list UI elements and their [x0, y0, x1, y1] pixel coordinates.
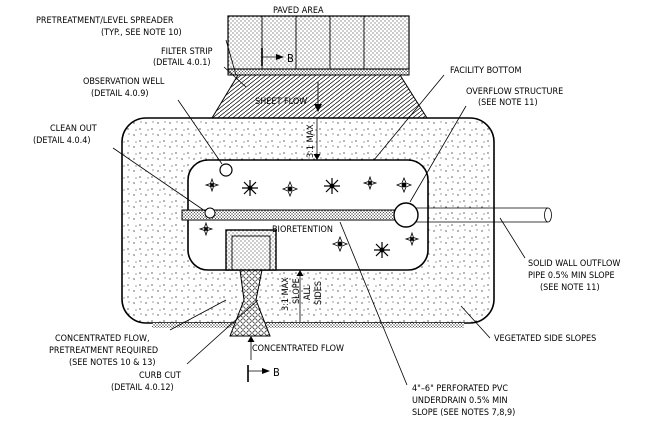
overflow-structure-label: OVERFLOW STRUCTURE — [466, 87, 563, 97]
bottom-edge-hatch — [152, 323, 464, 328]
concentrated-flow-pre-label: CONCENTRATED FLOW, — [55, 334, 150, 344]
perforated-underdrain — [181, 209, 407, 221]
underdrain-slope: UNDERDRAIN 0.5% MIN — [412, 396, 508, 406]
concentrated-flow-pre-note: (SEE NOTES 10 & 13) — [69, 358, 156, 368]
curb-cut — [225, 229, 277, 271]
section-b-top-label: B — [287, 52, 294, 65]
bioretention-label: BIORETENTION — [272, 225, 333, 235]
sheet-flow-arrow — [314, 82, 322, 112]
outfall-slope: PIPE 0.5% MIN SLOPE — [528, 271, 615, 281]
pretreatment-note: (TYP., SEE NOTE 10) — [101, 28, 182, 38]
section-b-bottom-label: B — [273, 366, 280, 379]
outfall-label: SOLID WALL OUTFLOW — [528, 259, 620, 269]
overflow-structure-note: (SEE NOTE 11) — [478, 98, 538, 108]
side-slope-arrow-bottom — [296, 270, 304, 322]
leader-lines — [112, 39, 526, 386]
observation-well-label: OBSERVATION WELL — [83, 77, 165, 87]
side-slope-top-label: 3:1 MAX — [306, 124, 316, 158]
underdrain-note: SLOPE (SEE NOTES 7,8,9) — [412, 408, 515, 418]
vegetated-slopes-label: VEGETATED SIDE SLOPES — [494, 334, 596, 344]
side-slope-line-2: SLOPE — [292, 278, 302, 304]
section-marker-top — [261, 48, 284, 66]
concentrated-flow-label: CONCENTRATED FLOW — [252, 344, 344, 354]
side-slope-line-4: SIDES — [314, 281, 324, 305]
clean-out-label: CLEAN OUT — [50, 124, 97, 134]
concentrated-flow-arrow — [247, 336, 255, 360]
observation-well-detail: (DETAIL 4.0.9) — [91, 89, 149, 99]
paved-area-label: PAVED AREA — [273, 6, 324, 16]
clean-out-detail: (DETAIL 4.0.4) — [33, 136, 91, 146]
filter-strip-detail: (DETAIL 4.0.1) — [153, 58, 211, 68]
underdrain-label: 4"–6" PERFORATED PVC — [412, 384, 508, 394]
curb-cut-label: CURB CUT — [139, 371, 181, 381]
section-marker-bottom — [247, 365, 270, 382]
observation-well — [219, 163, 233, 177]
side-slope-line-1: 3:1 MAX — [281, 277, 291, 311]
clean-out — [204, 207, 216, 219]
side-slope-line-3: ALL — [303, 285, 313, 300]
outflow-pipe — [406, 207, 552, 223]
overflow-structure — [393, 202, 419, 228]
concentrated-flow-pre-required: PRETREATMENT REQUIRED — [49, 346, 158, 356]
pretreatment-label: PRETREATMENT/LEVEL SPREADER — [36, 16, 174, 26]
filter-strip — [211, 74, 428, 119]
side-slope-arrow-top — [313, 118, 321, 160]
sheet-flow-label: SHEET FLOW — [255, 97, 307, 107]
curb-cut-detail: (DETAIL 4.0.12) — [111, 383, 174, 393]
outfall-note: (SEE NOTE 11) — [540, 283, 600, 293]
plantings — [198, 175, 420, 258]
filter-strip-label: FILTER STRIP — [161, 47, 213, 57]
pretreatment-level-spreader — [227, 68, 410, 76]
facility-bottom-label: FACILITY BOTTOM — [450, 66, 521, 76]
paved-area — [227, 15, 410, 70]
